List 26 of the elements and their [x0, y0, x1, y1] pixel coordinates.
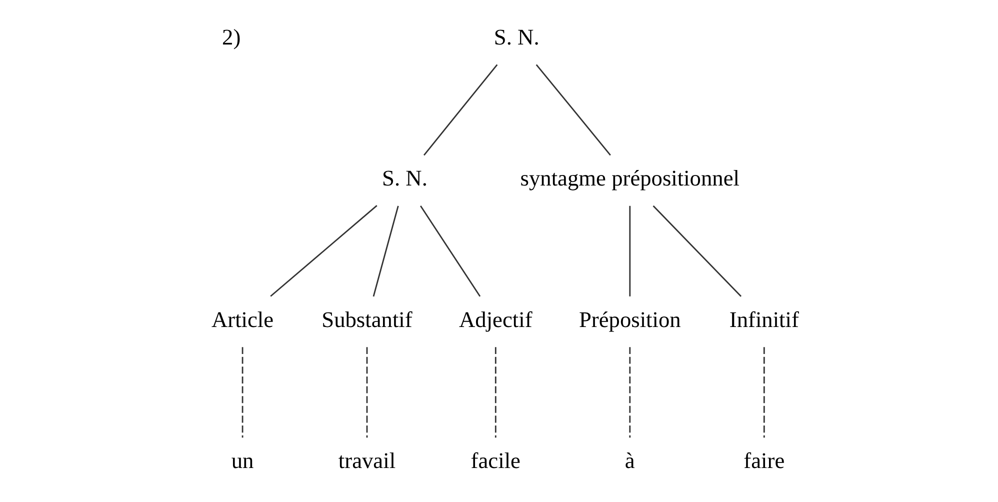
node-text: Adjectif — [458, 306, 532, 332]
connector — [535, 64, 610, 156]
node-text: faire — [743, 448, 784, 474]
node-text: syntagme prépositionnel — [520, 166, 740, 191]
connector — [372, 206, 398, 297]
connector — [762, 347, 764, 438]
label: 2) — [222, 24, 240, 50]
connector — [652, 205, 742, 297]
node-text: S. N. — [493, 24, 539, 50]
connector — [270, 205, 377, 297]
node-text: Infinitif — [728, 306, 798, 332]
node-text: à — [624, 448, 634, 474]
connector — [628, 206, 630, 296]
connector — [420, 206, 480, 297]
node-text: S. N. — [382, 166, 427, 191]
connector — [628, 347, 630, 438]
node-text: Préposition — [578, 306, 680, 332]
connector — [366, 347, 368, 438]
node-text: un — [230, 448, 254, 474]
connector — [422, 64, 498, 156]
node-text: Substantif — [321, 306, 412, 332]
connector — [494, 347, 496, 438]
node-text: facile — [470, 448, 520, 474]
connector — [241, 347, 243, 438]
node-text: travail — [338, 448, 396, 474]
node-text: Article — [211, 306, 274, 332]
